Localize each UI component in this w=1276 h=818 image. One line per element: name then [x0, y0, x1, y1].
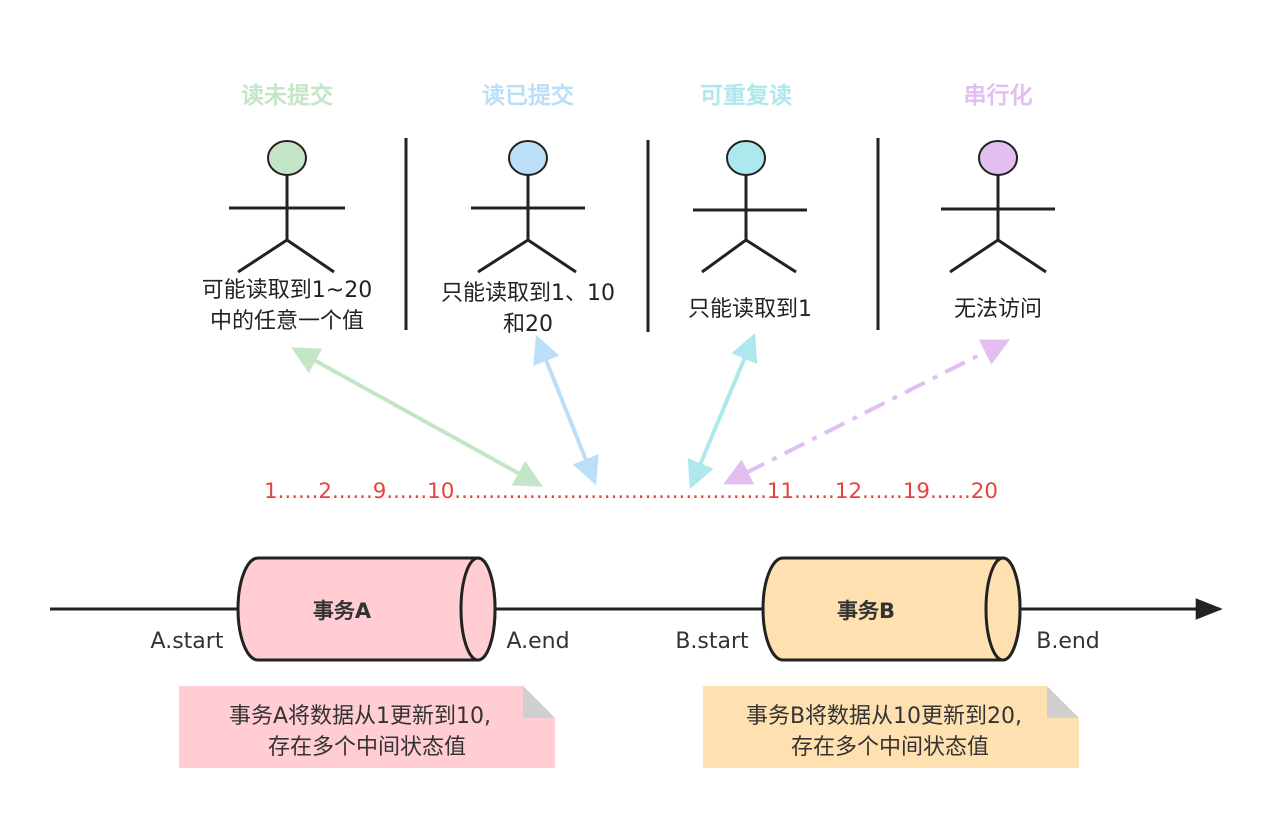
level-desc-line-2: 中的任意一个值 — [210, 309, 364, 334]
isolation-level-serializable: 串行化 无法访问 — [723, 82, 1055, 485]
transaction-label: 事务A — [313, 599, 372, 623]
cylinder-icon — [761, 556, 1022, 662]
level-desc-line-1: 只能读取到1 — [688, 297, 812, 322]
read-arrow — [533, 334, 599, 486]
level-title: 可重复读 — [700, 83, 792, 109]
level-title: 读已提交 — [482, 82, 574, 109]
cylinder-icon — [236, 556, 497, 662]
person-icon — [471, 140, 585, 274]
person-icon — [941, 140, 1055, 274]
timeline-values: 1......2......9......10.................… — [264, 479, 998, 503]
level-title: 串行化 — [964, 82, 1033, 109]
level-desc-line-2: 和20 — [503, 312, 553, 337]
note-line-1: 事务A将数据从1更新到10, — [229, 704, 491, 729]
isolation-level-read-uncommitted: 读未提交 可能读取到1~20 中的任意一个值 — [202, 82, 543, 487]
end-label: A.end — [506, 629, 569, 654]
person-icon — [693, 140, 807, 274]
note: 事务B将数据从10更新到20, 存在多个中间状态值 — [703, 686, 1079, 768]
note-line-1: 事务B将数据从10更新到20, — [746, 704, 1022, 729]
transaction-label: 事务B — [837, 599, 895, 623]
person-icon — [229, 140, 345, 274]
level-desc-line-1: 无法访问 — [954, 297, 1042, 322]
end-label: B.end — [1036, 629, 1100, 654]
read-arrow — [723, 339, 1010, 485]
read-arrow — [687, 332, 758, 490]
isolation-level-read-committed: 读已提交 只能读取到1、10 和20 — [441, 82, 615, 486]
read-arrow — [291, 347, 543, 487]
note-line-2: 存在多个中间状态值 — [268, 735, 466, 760]
start-label: A.start — [151, 629, 224, 654]
note: 事务A将数据从1更新到10, 存在多个中间状态值 — [179, 686, 555, 768]
note-line-2: 存在多个中间状态值 — [791, 735, 989, 760]
level-desc-line-1: 只能读取到1、10 — [441, 281, 615, 306]
level-desc-line-1: 可能读取到1~20 — [202, 278, 372, 303]
level-title: 读未提交 — [241, 82, 333, 109]
start-label: B.start — [675, 629, 749, 654]
transaction-a: 事务A A.start A.end 事务A将数据从1更新到10, 存在多个中间状… — [151, 556, 570, 768]
isolation-level-repeatable-read: 可重复读 只能读取到1 — [687, 83, 812, 490]
transaction-b: 事务B B.start B.end 事务B将数据从10更新到20, 存在多个中间… — [675, 556, 1100, 768]
